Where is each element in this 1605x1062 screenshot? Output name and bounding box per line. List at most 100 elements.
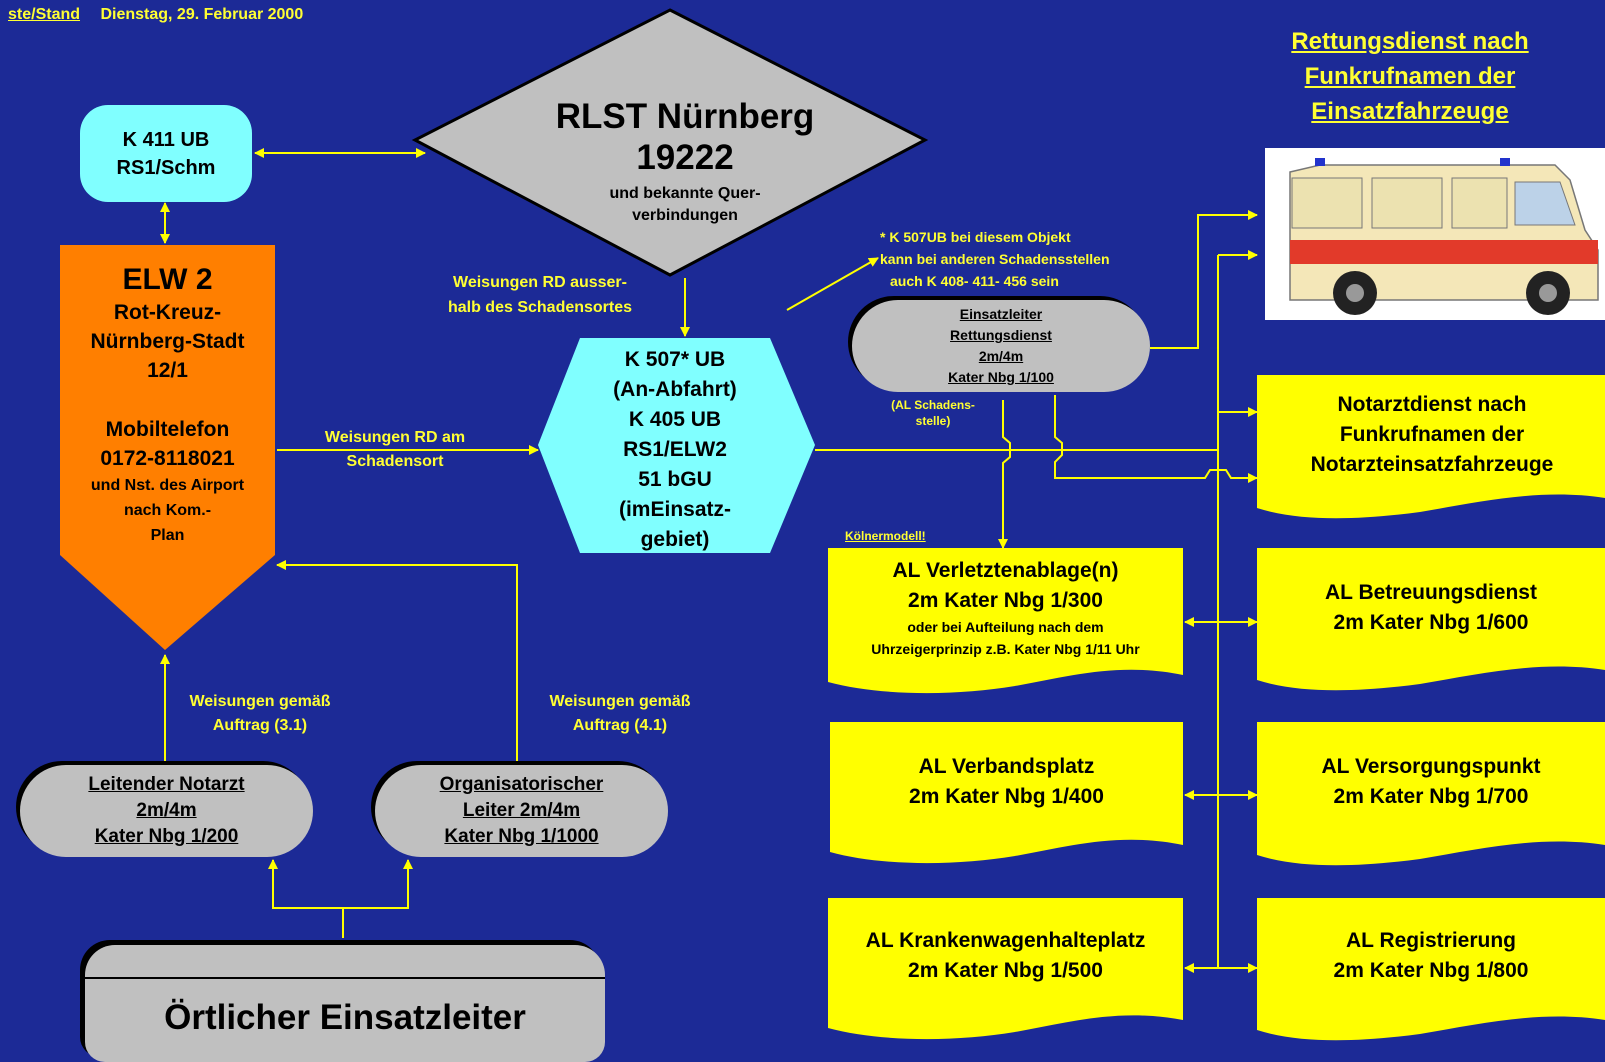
- rlst-sub-2: verbindungen: [632, 207, 738, 224]
- verbandsplatz-node: AL Verbandsplatz 2m Kater Nbg 1/400: [830, 752, 1183, 812]
- elw-node: ELW 2 Rot-Kreuz- Nürnberg-Stadt 12/1 Mob…: [60, 262, 275, 548]
- elw-line-4: Mobiltelefon: [105, 418, 230, 441]
- oel-label: Örtlicher Einsatzleiter: [164, 997, 526, 1037]
- label-41-line-1: Weisungen gemäß: [549, 693, 691, 710]
- k411-line-2: RS1/Schm: [116, 156, 216, 179]
- betreuung-line-2: 2m Kater Nbg 1/600: [1333, 611, 1529, 634]
- rd-notarzt-connector: [1054, 395, 1258, 483]
- k507-line-5: 51 bGU: [638, 468, 712, 491]
- verletzt-node: AL Verletztenablage(n) 2m Kater Nbg 1/30…: [828, 556, 1183, 660]
- kwhp-line-1: AL Krankenwagenhalteplatz: [865, 929, 1146, 952]
- label-31-line-2: Auftrag (3.1): [212, 717, 308, 734]
- elw-line-1: Rot-Kreuz-: [113, 301, 222, 324]
- title-line-3: Einsatzfahrzeuge: [1311, 98, 1509, 125]
- notarzt-node: Notarztdienst nach Funkrufnamen der Nota…: [1262, 390, 1602, 480]
- header: ste/Stand Dienstag, 29. Februar 2000: [8, 5, 303, 24]
- verbandsplatz-line-2: 2m Kater Nbg 1/400: [909, 785, 1104, 808]
- rlst-sub-1: und bekannte Quer-: [609, 185, 761, 202]
- oel-divider: [85, 977, 605, 979]
- oel-node: Örtlicher Einsatzleiter: [85, 945, 605, 1062]
- k507-line-6: (imEinsatz-: [618, 498, 731, 521]
- label-al-schadensstelle: (AL Schadens- stelle): [868, 397, 998, 429]
- label-weisungen-41: Weisungen gemäß Auftrag (4.1): [520, 690, 720, 738]
- registrierung-line-2: 2m Kater Nbg 1/800: [1333, 959, 1529, 982]
- lna-node: Leitender Notarzt 2m/4m Kater Nbg 1/200: [20, 765, 313, 857]
- page-title: Rettungsdienst nach Funkrufnamen der Ein…: [1240, 24, 1580, 129]
- k507-line-2: (An-Abfahrt): [613, 378, 737, 401]
- elw-line-8: Plan: [150, 527, 185, 544]
- elw-line-6: und Nst. des Airport: [90, 477, 245, 494]
- oel-orgl-connector: [343, 859, 413, 909]
- k507-node: K 507* UB (An-Abfahrt) K 405 UB RS1/ELW2…: [570, 345, 780, 555]
- verbandsplatz-doc-shape: [830, 722, 1183, 864]
- k507-line-4: RS1/ELW2: [623, 438, 727, 461]
- orgl-line-3: Kater Nbg 1/1000: [444, 826, 599, 847]
- el-rd-line-4: Kater Nbg 1/100: [948, 369, 1054, 385]
- betreuung-node: AL Betreuungsdienst 2m Kater Nbg 1/600: [1257, 578, 1605, 638]
- kwhp-node: AL Krankenwagenhalteplatz 2m Kater Nbg 1…: [828, 926, 1183, 986]
- betreuung-doc-shape: [1257, 548, 1605, 691]
- registrierung-line-1: AL Registrierung: [1346, 929, 1516, 952]
- k411-line-1: K 411 UB: [122, 128, 210, 151]
- versorgung-doc-shape: [1257, 722, 1605, 866]
- note-pointer: [786, 257, 879, 311]
- rlst-number: 19222: [636, 138, 734, 177]
- elw-line-3: 12/1: [147, 359, 188, 382]
- label-weisungen-ausserhalb: Weisungen RD ausser- halb des Schadensor…: [420, 270, 660, 320]
- verletzt-line-1: AL Verletztenablage(n): [892, 559, 1119, 582]
- verletzt-line-4: Uhrzeigerprinzip z.B. Kater Nbg 1/11 Uhr: [871, 641, 1140, 657]
- title-line-1: Rettungsdienst nach: [1291, 28, 1529, 55]
- k507-line-1: K 507* UB: [624, 348, 726, 371]
- versorgung-line-2: 2m Kater Nbg 1/700: [1333, 785, 1529, 808]
- verletzt-doc-shape: [828, 548, 1183, 694]
- kwhp-line-2: 2m Kater Nbg 1/500: [908, 959, 1103, 982]
- label-weisungen-31: Weisungen gemäß Auftrag (3.1): [160, 690, 360, 738]
- einsatzleiter-rd-node: Einsatzleiter Rettungsdienst 2m/4m Kater…: [852, 300, 1150, 392]
- note-line-3: auch K 408- 411- 456 sein: [890, 273, 1059, 289]
- lna-line-3: Kater Nbg 1/200: [94, 826, 239, 847]
- oel-lna-connector: [268, 859, 344, 938]
- rd-vehicle-connector: [1150, 210, 1258, 349]
- note-line-2: kann bei anderen Schadensstellen: [880, 251, 1110, 267]
- verletzt-line-3: oder bei Aufteilung nach dem: [907, 619, 1104, 635]
- header-date: Dienstag, 29. Februar 2000: [100, 6, 304, 23]
- k411-node: K 411 UB RS1/Schm: [80, 105, 252, 202]
- notarzt-line-2: Funkrufnamen der: [1339, 423, 1525, 446]
- note-line-1: * K 507UB bei diesem Objekt: [880, 229, 1071, 245]
- label-31-line-1: Weisungen gemäß: [189, 693, 331, 710]
- label-am-line-2: Schadensort: [346, 453, 444, 470]
- elw-shape: [60, 245, 275, 650]
- notarzt-doc-shape: [1257, 375, 1605, 519]
- notarzt-line-1: Notarztdienst nach: [1337, 393, 1527, 416]
- k507-hexagon: [538, 338, 815, 553]
- k507-line-7: gebiet): [640, 528, 710, 551]
- rlst-diamond: [411, 8, 929, 277]
- orgl-elw-connector: [276, 560, 518, 763]
- lna-line-2: 2m/4m: [136, 800, 197, 821]
- label-weisungen-am: Weisungen RD am Schadensort: [285, 426, 505, 474]
- el-rd-line-2: Rettungsdienst: [950, 327, 1052, 343]
- al-schaden-line-1: (AL Schadens-: [891, 398, 975, 412]
- elw-line-7: nach Kom.-: [123, 502, 212, 519]
- rd-verletzt-connector: [998, 400, 1011, 549]
- orgl-line-1: Organisatorischer: [439, 774, 604, 795]
- k507-line-3: K 405 UB: [628, 408, 722, 431]
- registrierung-doc-shape: [1257, 898, 1605, 1041]
- orgl-line-2: Leiter 2m/4m: [462, 800, 581, 821]
- verletzt-line-2: 2m Kater Nbg 1/300: [908, 589, 1103, 612]
- elw-line-2: Nürnberg-Stadt: [90, 330, 245, 353]
- verbandsplatz-line-1: AL Verbandsplatz: [918, 755, 1095, 778]
- ambulance-image: [1265, 148, 1605, 320]
- note-k507: * K 507UB bei diesem Objekt kann bei and…: [880, 226, 1190, 292]
- label-koelnermodell: Kölnermodell!: [845, 529, 926, 543]
- header-prefix: ste/Stand: [8, 6, 81, 23]
- notarzt-line-3: Notarzteinsatzfahrzeuge: [1310, 453, 1554, 476]
- versorgung-line-1: AL Versorgungspunkt: [1321, 755, 1541, 778]
- rlst-name: RLST Nürnberg: [555, 97, 815, 136]
- lna-line-1: Leitender Notarzt: [88, 774, 245, 795]
- betreuung-line-1: AL Betreuungsdienst: [1325, 581, 1537, 604]
- label-am-line-1: Weisungen RD am: [324, 429, 466, 446]
- al-schaden-line-2: stelle): [915, 414, 951, 428]
- el-rd-line-3: 2m/4m: [978, 348, 1024, 364]
